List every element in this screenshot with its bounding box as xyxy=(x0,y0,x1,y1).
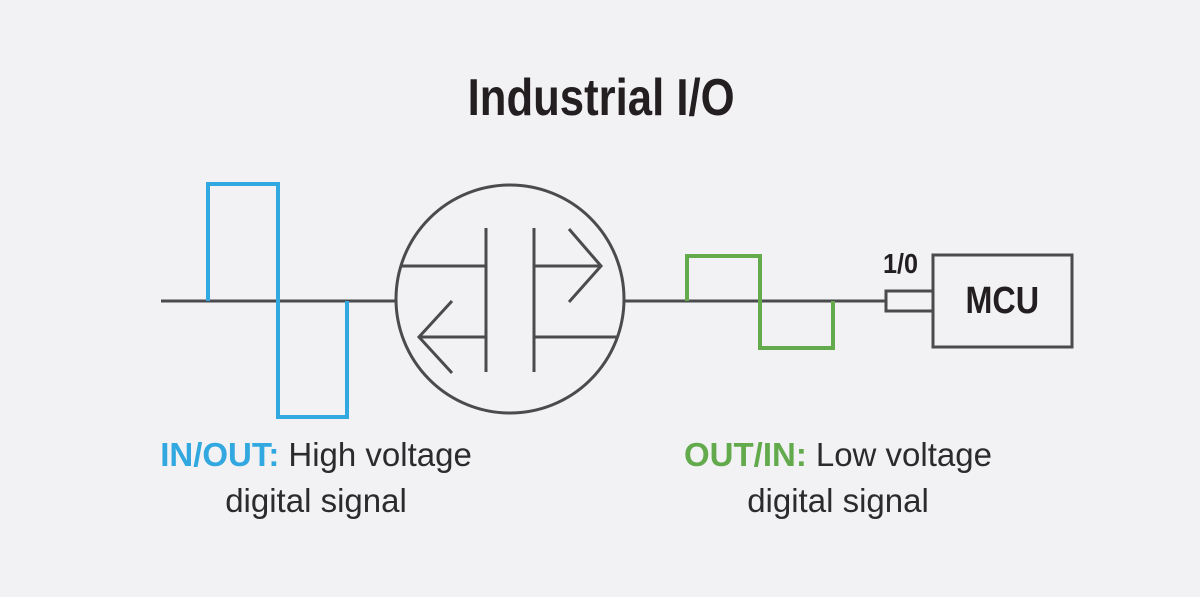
diagram-title: Industrial I/O xyxy=(467,69,735,127)
out-in-prefix: OUT/IN: xyxy=(684,436,807,473)
right-arrow-icon xyxy=(567,228,603,303)
low-voltage-waveform xyxy=(685,254,835,350)
mcu-label-container: MCU xyxy=(933,255,1072,347)
low-voltage-caption-line2: digital signal xyxy=(747,482,929,519)
isolator-circle xyxy=(394,183,626,415)
high-voltage-waveform xyxy=(206,182,349,419)
high-voltage-caption-line2: digital signal xyxy=(225,482,407,519)
io-pin-connector xyxy=(884,289,935,313)
high-voltage-caption-line1: IN/OUT:High voltage xyxy=(96,432,536,478)
high-voltage-caption: IN/OUT:High voltage digital signal xyxy=(96,432,536,524)
bottom-edge-strip xyxy=(0,597,1200,600)
io-port-label: 1/0 xyxy=(883,248,919,279)
low-voltage-caption: OUT/IN:Low voltage digital signal xyxy=(618,432,1058,524)
low-voltage-caption-line1: OUT/IN:Low voltage xyxy=(618,432,1058,478)
low-voltage-text: Low voltage xyxy=(815,436,992,473)
in-out-prefix: IN/OUT: xyxy=(160,436,280,473)
high-voltage-text: High voltage xyxy=(288,436,472,473)
mcu-box xyxy=(931,253,1074,349)
mcu-label: MCU xyxy=(965,279,1040,322)
left-arrow-icon xyxy=(416,299,454,375)
